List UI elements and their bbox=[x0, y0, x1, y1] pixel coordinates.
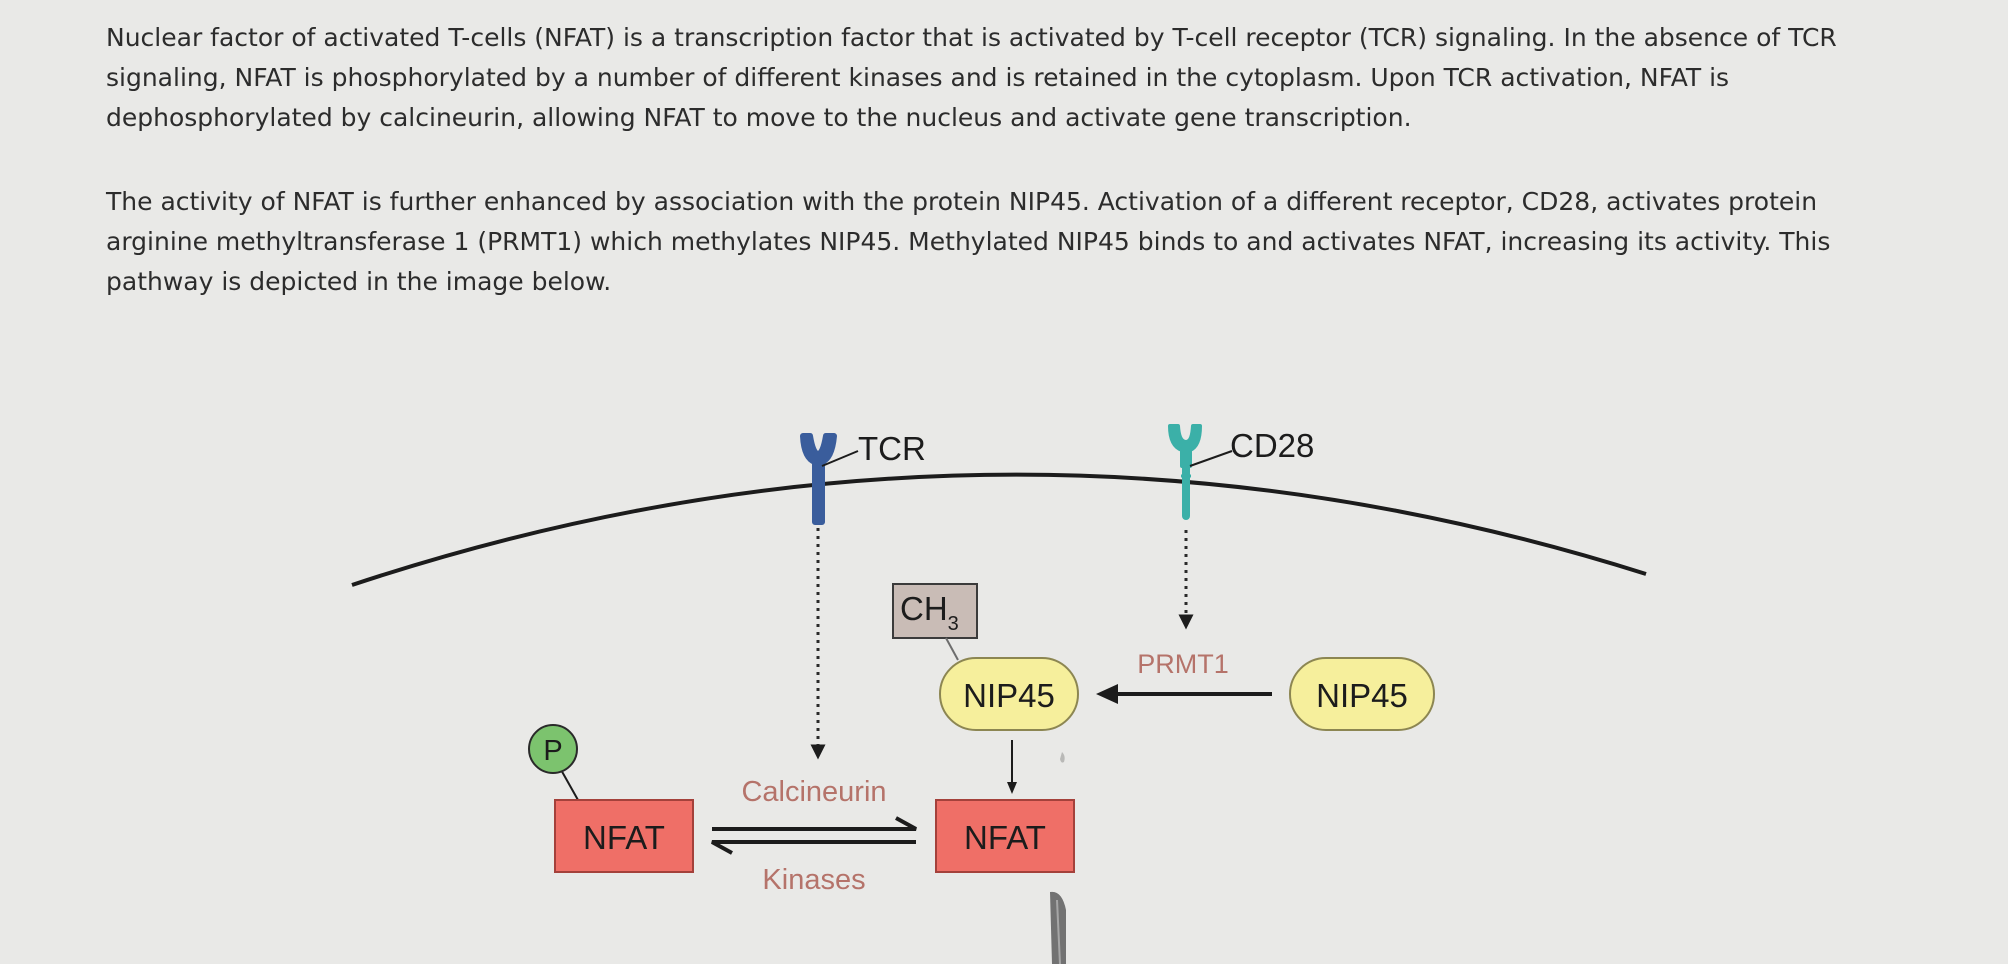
nfat-active-label: NFAT bbox=[964, 819, 1046, 856]
nip45-free-label: NIP45 bbox=[1316, 677, 1408, 714]
intro-paragraph: Nuclear factor of activated T-cells (NFA… bbox=[106, 23, 1837, 132]
ch3-bond-line bbox=[945, 637, 959, 661]
reverse-equilibrium-arrow bbox=[711, 840, 916, 855]
forward-equilibrium-arrow bbox=[712, 816, 917, 831]
tcr-receptor-icon bbox=[800, 433, 837, 525]
prmt1-label: PRMT1 bbox=[1137, 649, 1229, 679]
phosphate-circle bbox=[528, 724, 578, 774]
nip45-free-box bbox=[1289, 657, 1435, 731]
nfat-active-box bbox=[935, 799, 1075, 873]
calcineurin-label: Calcineurin bbox=[741, 776, 886, 808]
kinases-label: Kinases bbox=[762, 864, 865, 896]
phosphate-label: P bbox=[543, 735, 562, 767]
prmt1-arrowhead bbox=[1096, 684, 1118, 704]
cd28-label-leader bbox=[1189, 450, 1233, 467]
phospho-bond-line bbox=[559, 767, 579, 801]
pen-highlight bbox=[1056, 899, 1061, 964]
nip45-methylated-label: NIP45 bbox=[963, 677, 1055, 714]
cd28-label: CD28 bbox=[1230, 427, 1314, 464]
smudge-mark bbox=[1060, 752, 1065, 763]
cell-membrane bbox=[351, 472, 1647, 587]
nfat-phosphorylated-label: NFAT bbox=[583, 819, 665, 856]
tcr-label: TCR bbox=[858, 430, 926, 467]
nip45-to-nfat-arrowhead bbox=[1007, 782, 1017, 794]
nip45-methylated-box bbox=[939, 657, 1079, 731]
ch3-methyl-box bbox=[892, 583, 978, 639]
pathway-paragraph: The activity of NFAT is further enhanced… bbox=[106, 187, 1831, 296]
tcr-label-leader bbox=[821, 450, 859, 467]
nfat-phosphorylated-box bbox=[554, 799, 694, 873]
cd28-receptor-icon bbox=[1168, 424, 1202, 520]
ch3-label: CH3 bbox=[900, 590, 959, 635]
